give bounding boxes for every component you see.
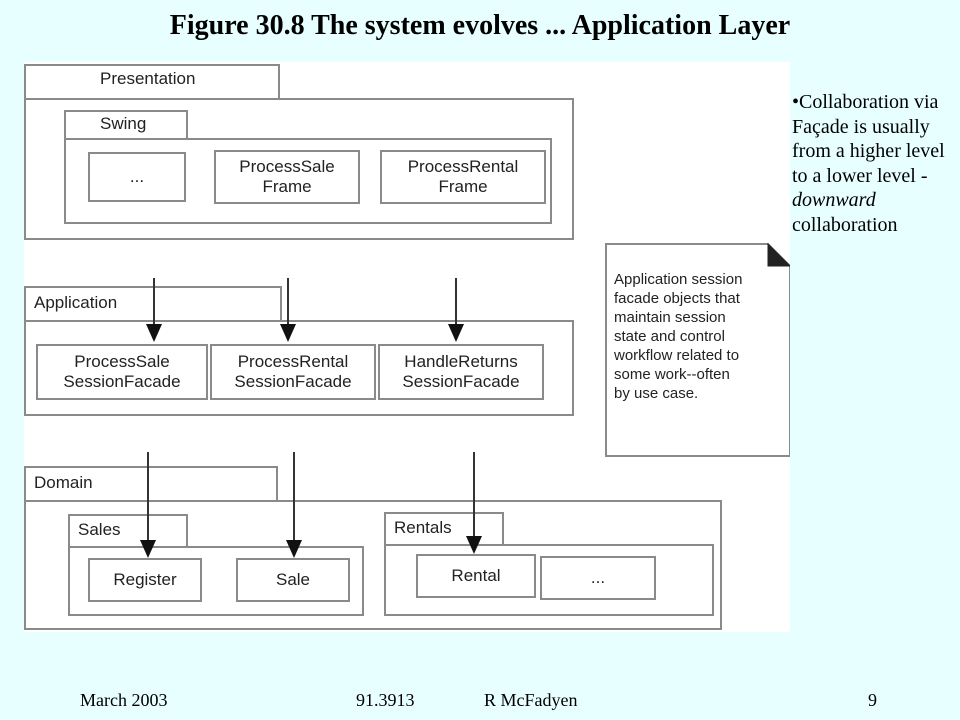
footer-course: 91.3913 xyxy=(356,690,415,710)
rentals-package-label: Rentals xyxy=(394,518,452,537)
sale-class: Sale xyxy=(236,558,350,602)
footer-date: March 2003 xyxy=(80,690,168,710)
footer-author: R McFadyen xyxy=(484,690,578,710)
arrow-application-to-rental xyxy=(466,452,482,554)
arrow-application-to-register xyxy=(140,452,156,558)
arrow-presentation-to-process-sale-facade xyxy=(146,278,162,342)
slide-title: Figure 30.8 The system evolves ... Appli… xyxy=(169,10,791,41)
note-shape xyxy=(605,242,790,457)
swing-package-label: Swing xyxy=(100,114,147,133)
application-package-label: Application xyxy=(34,293,118,312)
sales-package-tab xyxy=(68,514,188,548)
presentation-package-label: Presentation xyxy=(100,69,196,88)
register-class: Register xyxy=(88,558,202,602)
swing-ellipsis-class: ... xyxy=(88,152,186,202)
sales-package-label: Sales xyxy=(78,520,121,539)
swing-package-tab xyxy=(64,110,188,140)
arrow-presentation-to-process-rental-facade xyxy=(280,278,296,342)
side-note-emphasis: downward xyxy=(792,189,876,211)
arrow-application-to-sale xyxy=(286,452,302,558)
side-note: •Collaboration via Façade is usually fro… xyxy=(792,91,945,236)
dependency-arrows xyxy=(140,278,482,558)
rental-class: Rental xyxy=(416,554,536,598)
note-text: Application session facade objects that … xyxy=(614,271,743,402)
footer-page-number: 9 xyxy=(868,690,877,710)
rentals-ellipsis-class: ... xyxy=(540,556,656,600)
domain-package-label: Domain xyxy=(34,473,93,492)
arrow-presentation-to-handle-returns-facade xyxy=(448,278,464,342)
